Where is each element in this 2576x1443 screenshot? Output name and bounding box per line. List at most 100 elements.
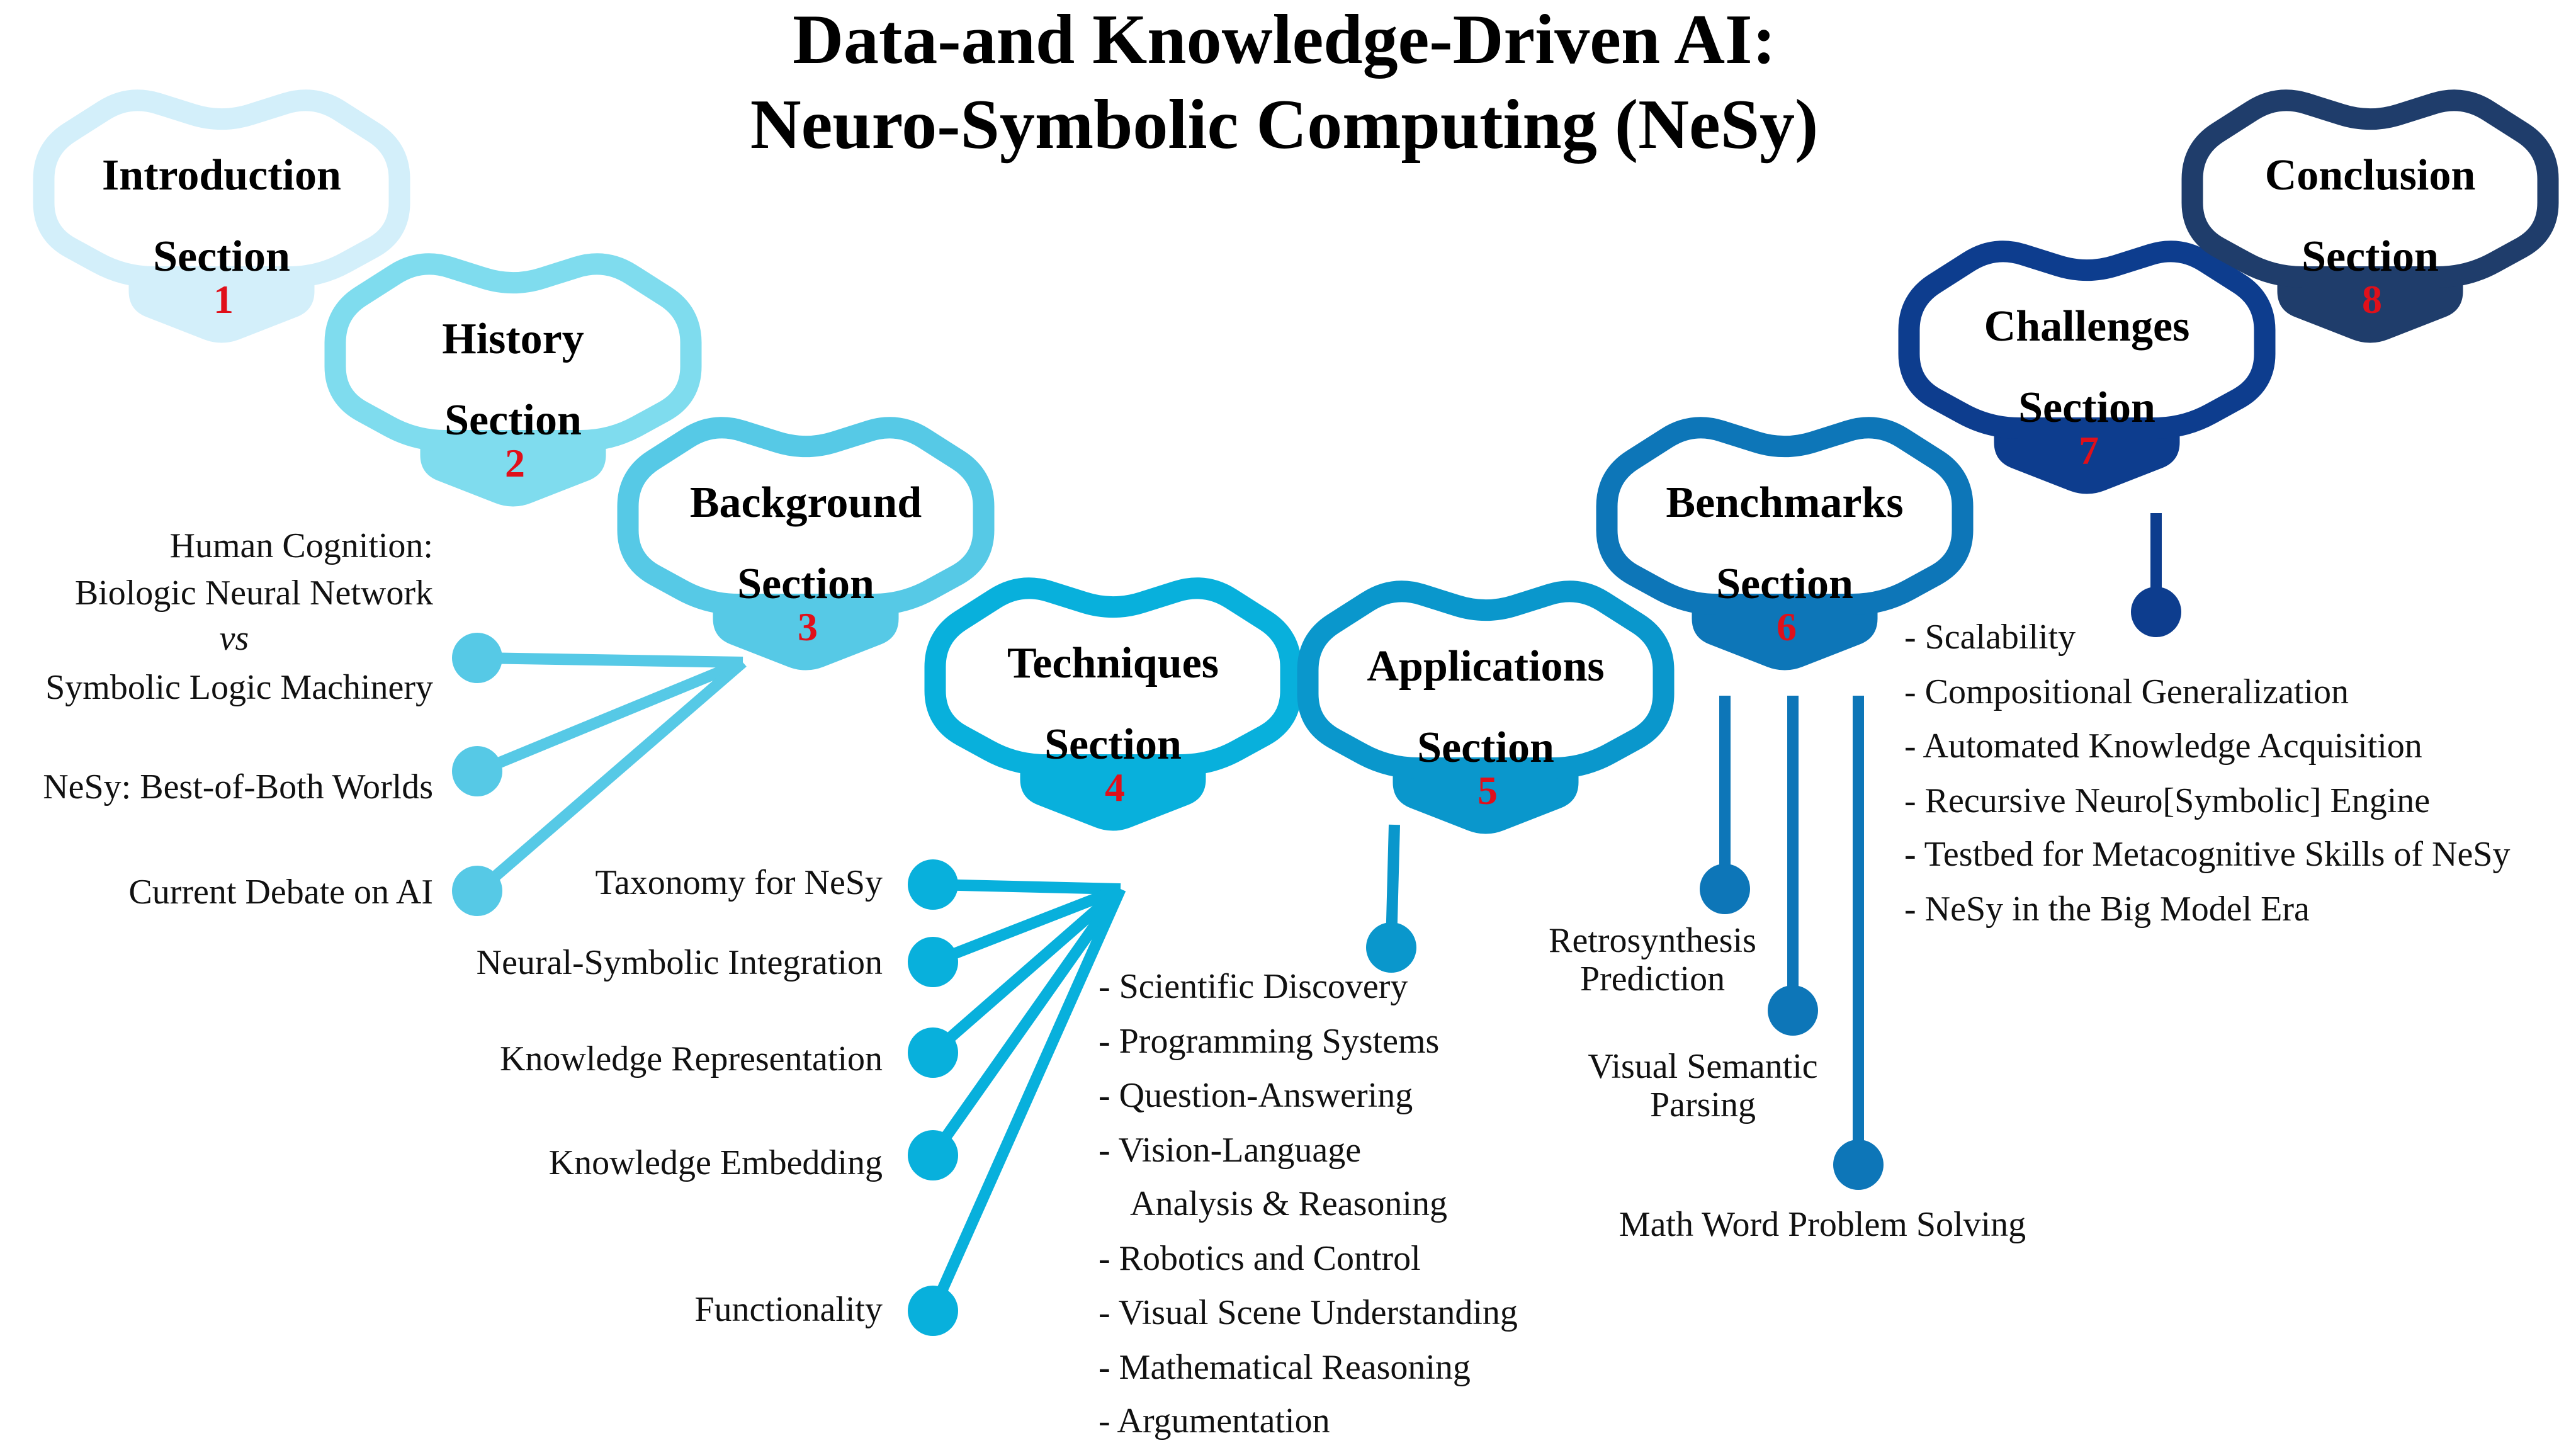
technique-item: Taxonomy for NeSy [596,863,883,902]
application-item: - Scientific Discovery [1099,967,1408,1006]
bg-cognition-line3: Symbolic Logic Machinery [45,668,433,707]
section-number: 7 [2079,428,2099,473]
application-item: - Argumentation [1099,1401,1330,1440]
connector-cognition [478,652,743,668]
section-number: 6 [1777,604,1797,649]
section-word: Section [1417,723,1554,772]
benchmarks-branches [1700,696,1884,1190]
connector-functionality [927,886,1126,1313]
dot-taxonomy [908,859,958,910]
technique-item: Knowledge Embedding [549,1143,883,1182]
title-line-1: Data-and Knowledge-Driven AI: [793,1,1776,79]
dot-best-of-both [452,746,502,796]
section-hex-outline [324,253,702,451]
dot-functionality [908,1286,958,1336]
dot-debate [452,866,502,916]
section-word: Section [737,560,874,608]
background-branches [452,633,747,916]
section-hex-outline [1898,241,2276,439]
connector-embedding [928,885,1126,1159]
dot-retro [1700,864,1750,914]
section-title-history: History [442,315,584,363]
challenge-item: - Recursive Neuro[Symbolic] Engine [1904,781,2430,820]
section-hex-outline [924,577,1302,776]
bench-math: Math Word Problem Solving [1619,1205,2026,1244]
dot-applications [1366,922,1416,973]
technique-item: Knowledge Representation [500,1039,883,1078]
connector-best-of-both [476,657,745,777]
challenge-item: - Testbed for Metacognitive Skills of Ne… [1904,835,2510,874]
section-number: 4 [1105,765,1125,810]
dot-integration [908,937,958,987]
connector-integration [930,883,1123,968]
section-word: Section [2302,232,2439,281]
section-number: 8 [2362,277,2382,322]
bench-retro-line2: Prediction [1580,959,1725,999]
bg-debate: Current Debate on AI [128,873,433,912]
title-line-2: Neuro-Symbolic Computing (NeSy) [750,86,1819,164]
bg-cognition-line1: Human Cognition: [170,526,433,565]
bench-retro-line1: Retrosynthesis [1549,921,1756,960]
challenges-branch [2131,513,2181,637]
section-hex-outline [1596,417,1974,615]
application-item: - Robotics and Control [1099,1239,1421,1278]
section-number: 2 [505,441,525,485]
techniques-branches [908,859,1126,1336]
section-title-challenges: Challenges [1984,302,2190,351]
challenge-item: - Automated Knowledge Acquisition [1904,727,2422,766]
application-item: - Vision-Language [1099,1131,1361,1170]
technique-item: Neural-Symbolic Integration [477,943,883,982]
section-hex-outline [33,89,410,288]
dot-cognition [452,633,502,683]
application-item: - Visual Scene Understanding [1099,1293,1518,1332]
dot-representation [908,1027,958,1078]
section-title-techniques: Techniques [1007,639,1219,688]
connector-taxonomy [932,879,1121,895]
section-title-benchmarks: Benchmarks [1666,478,1903,527]
applications-branch [1366,824,1416,973]
dot-math [1833,1140,1884,1190]
section-number: 3 [798,604,818,649]
connector-debate [475,658,747,895]
section-word: Section [444,396,582,444]
dot-embedding [908,1130,958,1180]
section-word: Section [1044,720,1182,769]
technique-item: Functionality [694,1290,883,1329]
section-hex-outline [617,417,995,615]
bench-visual-line1: Visual Semantic [1588,1047,1817,1086]
challenge-item: - NeSy in the Big Model Era [1904,890,2310,929]
bench-visual-line2: Parsing [1650,1085,1756,1124]
dot-visual [1768,985,1818,1036]
section-hex-outline [1297,580,1675,779]
challenge-item: - Compositional Generalization [1904,672,2349,711]
challenge-item: - Scalability [1904,618,2076,657]
section-title-background: Background [690,478,922,527]
application-item: - Programming Systems [1099,1022,1439,1061]
section-word: Section [153,232,290,281]
bg-best-of-both: NeSy: Best-of-Both Worlds [43,767,433,806]
section-number: 1 [213,277,234,322]
section-title-applications: Applications [1367,642,1604,691]
bg-cognition-line2: Biologic Neural Network [75,574,433,613]
section-title-conclusion: Conclusion [2265,151,2476,200]
bg-cognition-vs: vs [220,619,249,658]
section-title-introduction: Introduction [102,151,341,200]
section-number: 5 [1477,768,1498,813]
application-item: Analysis & Reasoning [1130,1184,1447,1223]
application-item: - Mathematical Reasoning [1099,1348,1471,1387]
section-hex-outline [2181,89,2559,288]
section-word: Section [1716,560,1853,608]
connector-representation [929,885,1124,1057]
application-item: - Question-Answering [1099,1076,1413,1115]
section-word: Section [2018,383,2155,432]
dot-challenges [2131,587,2181,637]
